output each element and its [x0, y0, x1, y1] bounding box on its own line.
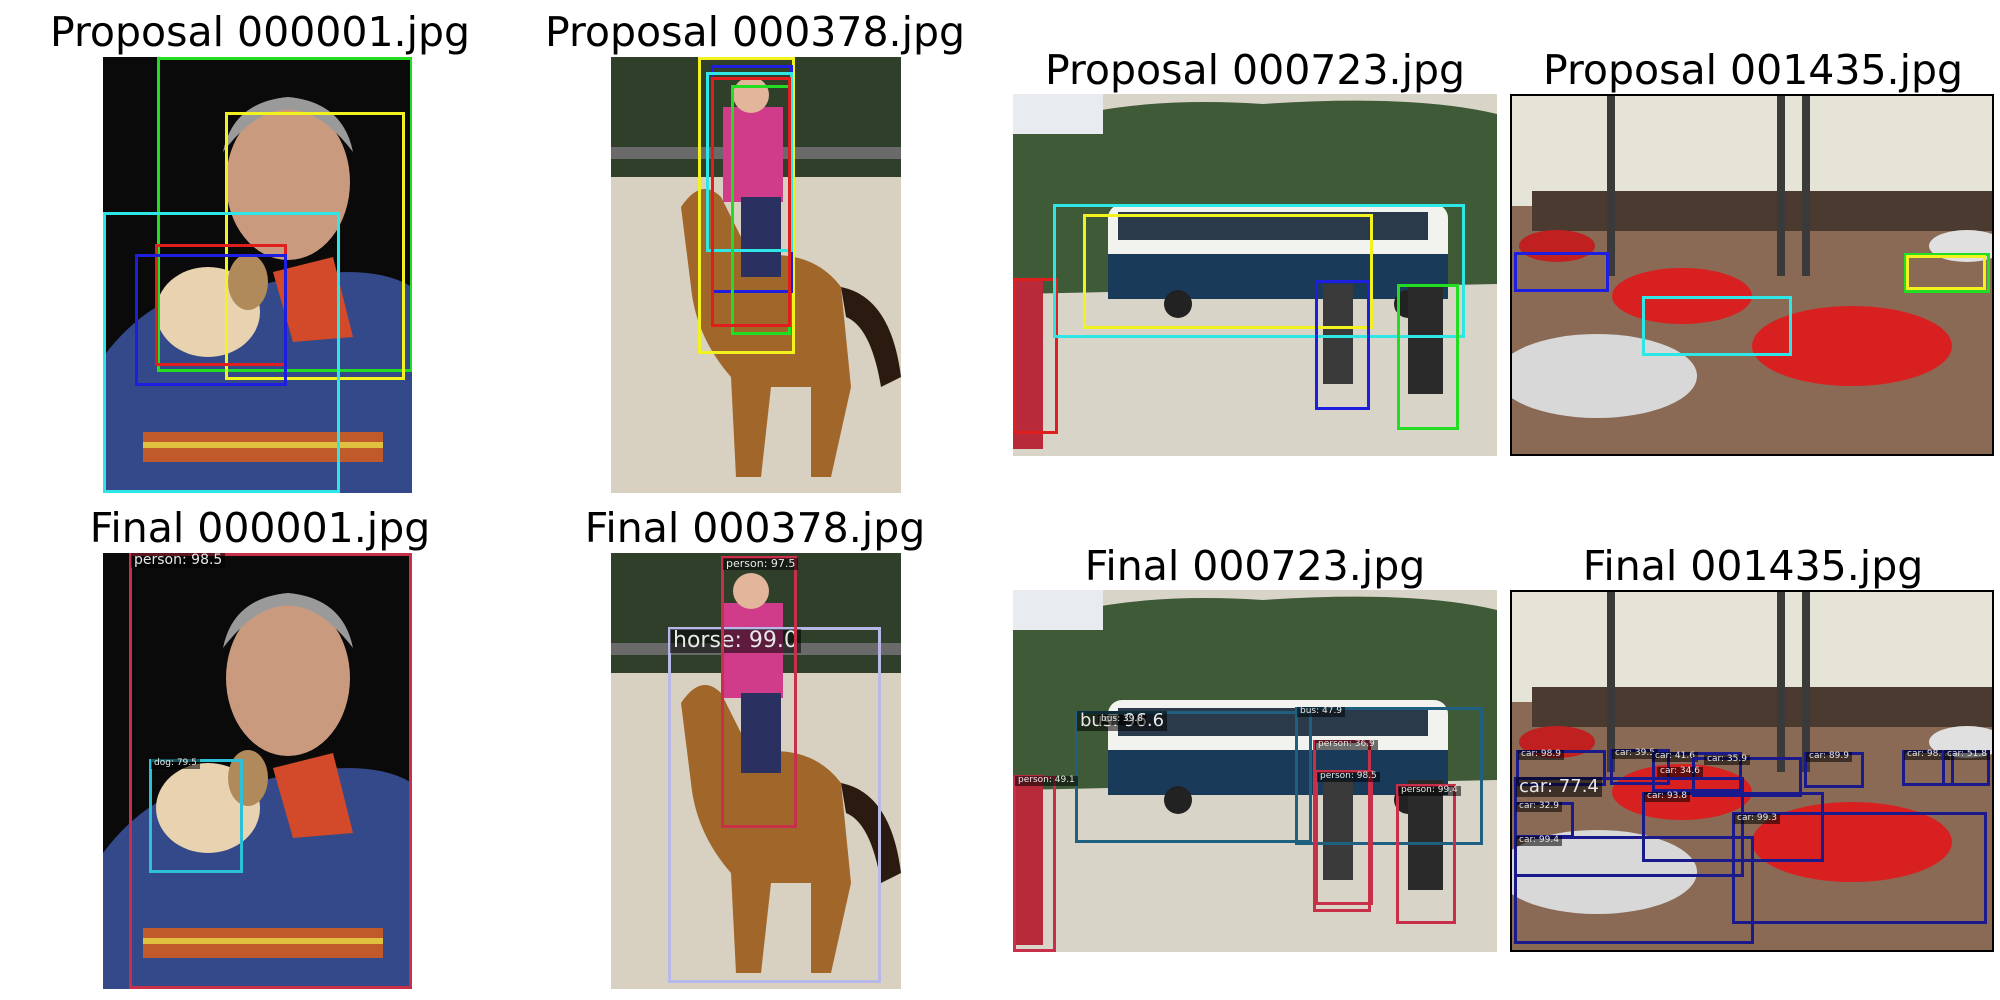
detection-label-person: person: 97.5	[723, 557, 799, 571]
photo-beach-bus-art	[1013, 94, 1497, 456]
photo-girl-on-horse-art	[611, 57, 901, 493]
detection-label-car: car: 34.6	[1657, 766, 1703, 777]
detection-label-person: person: 98.5	[1317, 771, 1380, 782]
photo-man-with-dog-art	[103, 553, 412, 989]
detection-box-person	[1013, 776, 1056, 952]
detection-label-car: car: 77.4	[1516, 777, 1602, 797]
proposal-box-yellow	[698, 57, 795, 354]
detection-box-dog	[149, 759, 243, 873]
detection-label-bus: bus: 39.8	[1098, 714, 1147, 725]
detection-label-horse: horse: 99.0	[670, 628, 801, 654]
detection-label-car: car: 39.5	[1612, 748, 1658, 759]
detection-box-person	[721, 556, 797, 828]
proposal-box-cyan	[1053, 204, 1465, 338]
panel-title: Final 000723.jpg	[1084, 542, 1426, 590]
detection-label-car: car: 41.6	[1652, 751, 1698, 762]
detection-label-car: car: 99.4	[1516, 835, 1562, 846]
detection-box-person	[1396, 784, 1456, 924]
panel-title: Proposal 000723.jpg	[1044, 46, 1466, 94]
detection-label-person: person: 98.5	[131, 553, 226, 569]
proposal-box-green	[1397, 284, 1459, 430]
detection-label-car: car: 99.3	[1734, 813, 1780, 824]
panel-title: Proposal 001435.jpg	[1542, 46, 1964, 94]
detection-label-car: car: 93.8	[1644, 791, 1690, 802]
detection-label-car: car: 98.2	[1904, 749, 1950, 760]
proposal-box-cyan	[103, 212, 340, 493]
detection-label-car: car: 51.8	[1944, 749, 1990, 760]
detection-box-person	[1315, 770, 1373, 905]
detection-label-car: car: 32.9	[1516, 801, 1562, 812]
panel-title: Final 000378.jpg	[584, 504, 926, 552]
detection-label-person: person: 49.1	[1015, 775, 1078, 786]
panel-title: Final 001435.jpg	[1582, 542, 1924, 590]
photo-beach-bus	[1013, 94, 1497, 456]
photo-man-with-dog-art	[103, 57, 412, 493]
proposal-box-yellow	[1906, 255, 1986, 290]
proposal-box-blue	[135, 254, 287, 386]
proposal-box-green	[1904, 253, 1990, 293]
photo-man-with-dog	[103, 57, 412, 493]
detection-box-car	[1732, 812, 1987, 924]
proposal-box-red	[1013, 278, 1058, 434]
panel-title: Proposal 000378.jpg	[544, 8, 966, 56]
photo-sports-cars: car: 98.9 car: 39.5 car: 41.6 car: 35.9 …	[1510, 590, 1994, 952]
proposal-box-cyan	[1642, 296, 1792, 356]
photo-sports-cars	[1510, 94, 1994, 456]
detection-label-person: person: 99.4	[1398, 785, 1461, 796]
proposal-box-red	[711, 77, 791, 327]
photo-beach-bus: bus: 96.6 bus: 39.8 bus: 47.9 person: 49…	[1013, 590, 1497, 952]
detection-label-person: person: 36.9	[1315, 739, 1378, 750]
detection-label-dog: dog: 79.5	[151, 758, 200, 769]
detection-label-car: car: 89.9	[1806, 751, 1852, 762]
proposal-box-yellow	[1083, 214, 1373, 329]
detection-box-bus	[1295, 707, 1483, 845]
photo-girl-on-horse	[611, 57, 901, 493]
proposal-box-blue	[1315, 280, 1370, 410]
detection-box-horse	[668, 627, 881, 983]
panel-title: Proposal 000001.jpg	[49, 8, 471, 56]
detection-label-car: car: 98.9	[1518, 749, 1564, 760]
photo-girl-on-horse: horse: 99.0 person: 97.5	[611, 553, 901, 989]
photo-man-with-dog: person: 98.5 dog: 79.5	[103, 553, 412, 989]
detection-box-person	[129, 553, 412, 989]
detection-label-bus: bus: 47.9	[1297, 706, 1346, 717]
proposal-box-cyan	[706, 72, 793, 252]
detection-label-car: car: 35.9	[1704, 754, 1750, 765]
proposal-box-blue	[1514, 252, 1609, 292]
panel-title: Final 000001.jpg	[89, 504, 431, 552]
detection-box-car	[1514, 836, 1754, 944]
